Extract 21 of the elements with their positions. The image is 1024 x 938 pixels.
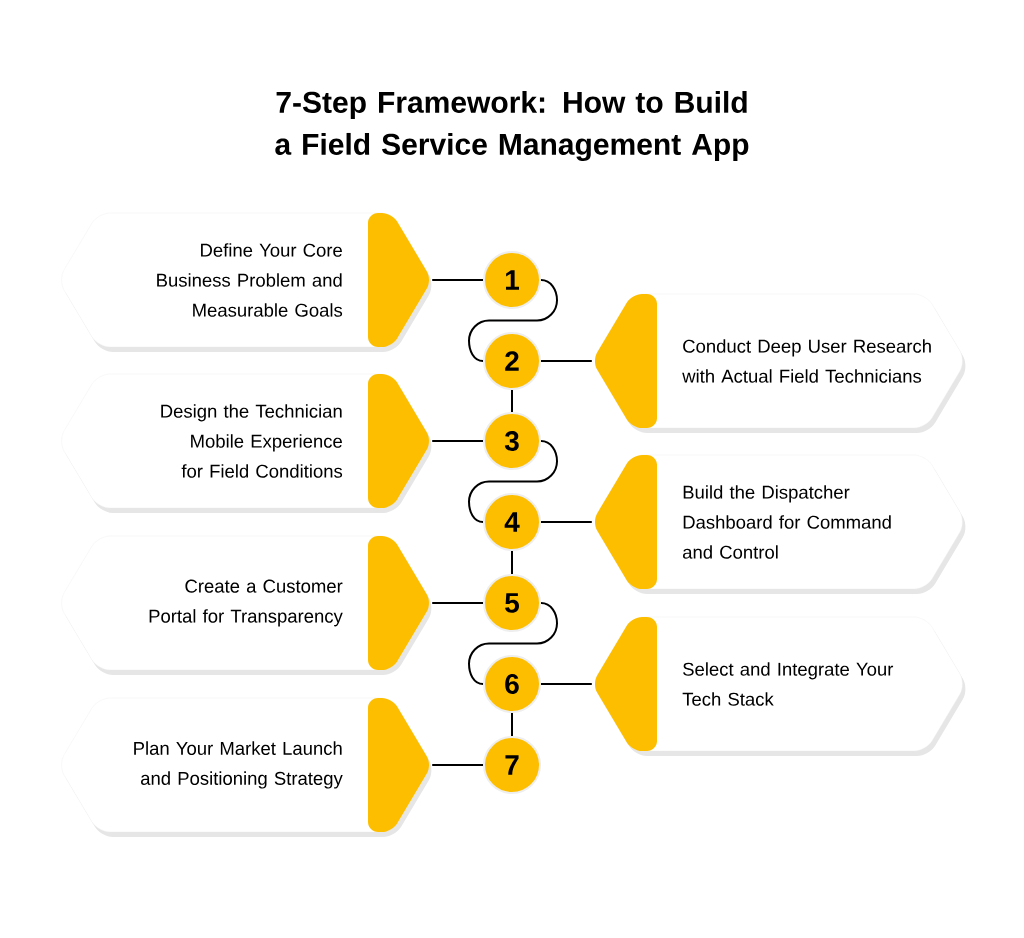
connector-line xyxy=(511,389,513,413)
connector-line xyxy=(540,360,593,362)
connector-line xyxy=(468,440,558,523)
connector-line xyxy=(540,521,593,523)
step-card: Select and Integrate Your Tech Stack xyxy=(595,616,966,756)
connector-line xyxy=(511,712,513,737)
step-card: Design the Technician Mobile Experience for Field Conditions xyxy=(61,373,432,513)
title: 7-Step Framework: How to Build a Field Service Management App xyxy=(275,90,749,162)
connector-line xyxy=(431,279,484,281)
connector-line xyxy=(511,550,513,575)
step-card: Build the Dispatcher Dashboard for Command and Control xyxy=(595,454,966,594)
connector-line xyxy=(468,602,558,685)
connector-line xyxy=(431,440,484,442)
connector-line xyxy=(468,279,558,362)
step-card: Define Your Core Business Problem and Measurable Goals xyxy=(61,212,432,352)
step-card: Plan Your Market Launch and Positioning Strategy xyxy=(61,697,432,837)
connector-line xyxy=(540,683,593,685)
step-card: Conduct Deep User Research with Actual Field Technicians xyxy=(595,293,966,433)
step-card: Create a Customer Portal for Transparency xyxy=(61,535,432,675)
connector-line xyxy=(431,764,484,766)
connector-line xyxy=(431,602,484,604)
